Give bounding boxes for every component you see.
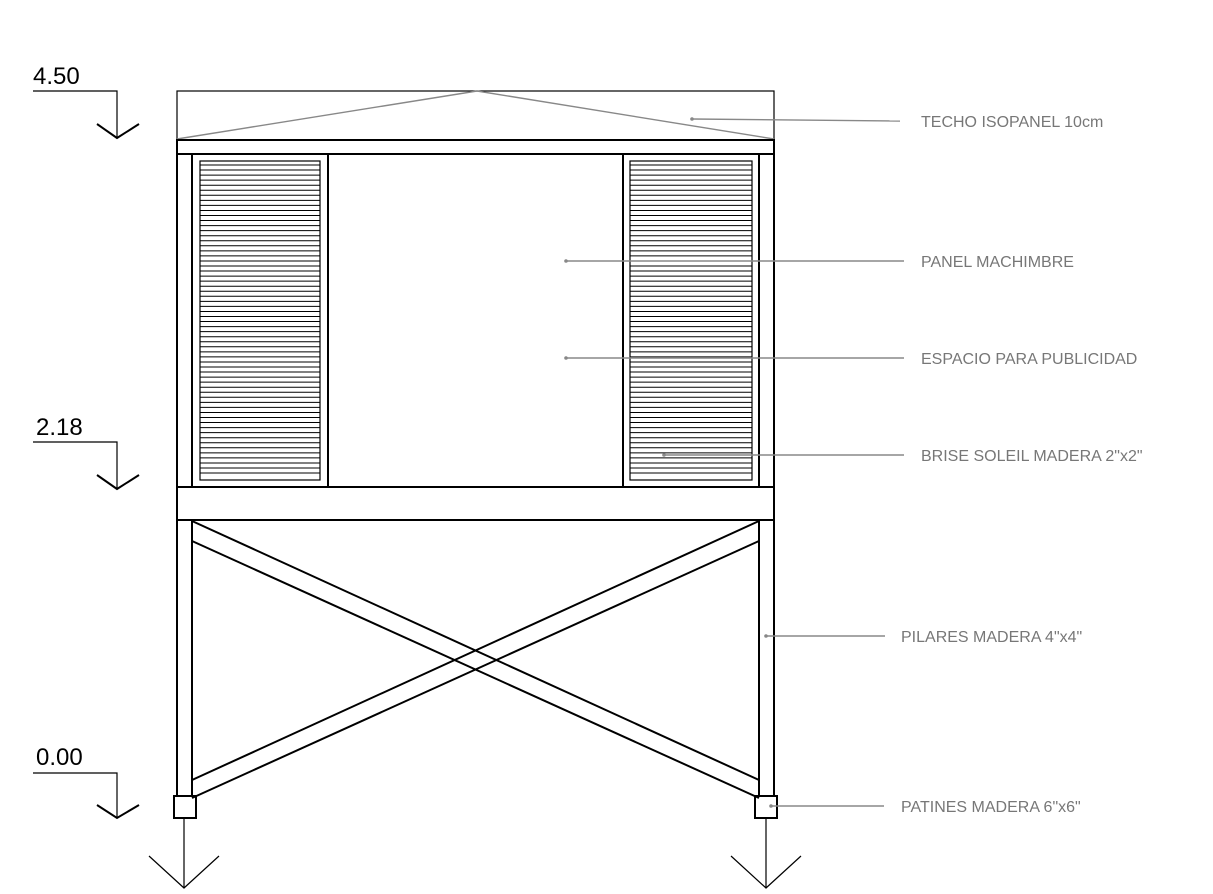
annotation-advertising: ESPACIO PARA PUBLICIDAD [564,351,1137,368]
roof-outline [176,90,775,141]
roof-beam [176,139,775,155]
roof-slope [176,90,775,140]
right-panel-frame [622,153,760,488]
level-label-top: 4.50 [33,63,80,90]
left-panel-frame [191,153,329,488]
ground-arrow-right [730,818,802,889]
brace-diagonal-2b [191,540,760,799]
skid-right [754,795,778,819]
brise-soleil-left [200,164,320,474]
brace-diagonal-2a [191,520,760,781]
annotation-skids-label: PATINES MADERA 6"x6" [901,799,1081,816]
annotation-panel: PANEL MACHIMBRE [564,254,1074,271]
annotation-roof-label: TECHO ISOPANEL 10cm [921,114,1103,131]
level-marker-top: 4.50 [33,63,140,140]
annotation-pillars: PILARES MADERA 4"x4" [764,629,1082,646]
level-label-mid: 2.18 [36,414,83,441]
annotation-pillars-label: PILARES MADERA 4"x4" [901,629,1082,646]
annotation-roof: TECHO ISOPANEL 10cm [690,114,1103,131]
brise-soleil-right [630,164,752,474]
level-label-base: 0.00 [36,744,83,771]
pillars [176,520,775,795]
roof [176,90,775,155]
cross-bracing [191,520,760,799]
level-marker-base: 0.00 [33,744,140,820]
ground-arrow-left [148,818,220,889]
annotation-skids: PATINES MADERA 6"x6" [769,799,1081,816]
level-marker-mid: 2.18 [33,414,140,491]
annotation-brise-soleil-label: BRISE SOLEIL MADERA 2"x2" [921,448,1143,465]
skid-left [173,795,197,819]
annotation-panel-label: PANEL MACHIMBRE [921,254,1074,271]
cabin-frame [176,153,775,488]
floor-beam [176,486,775,521]
annotation-brise-soleil: BRISE SOLEIL MADERA 2"x2" [662,448,1143,465]
left-louver-frame [199,160,321,481]
right-louver-frame [629,160,753,481]
annotation-advertising-label: ESPACIO PARA PUBLICIDAD [921,351,1137,368]
